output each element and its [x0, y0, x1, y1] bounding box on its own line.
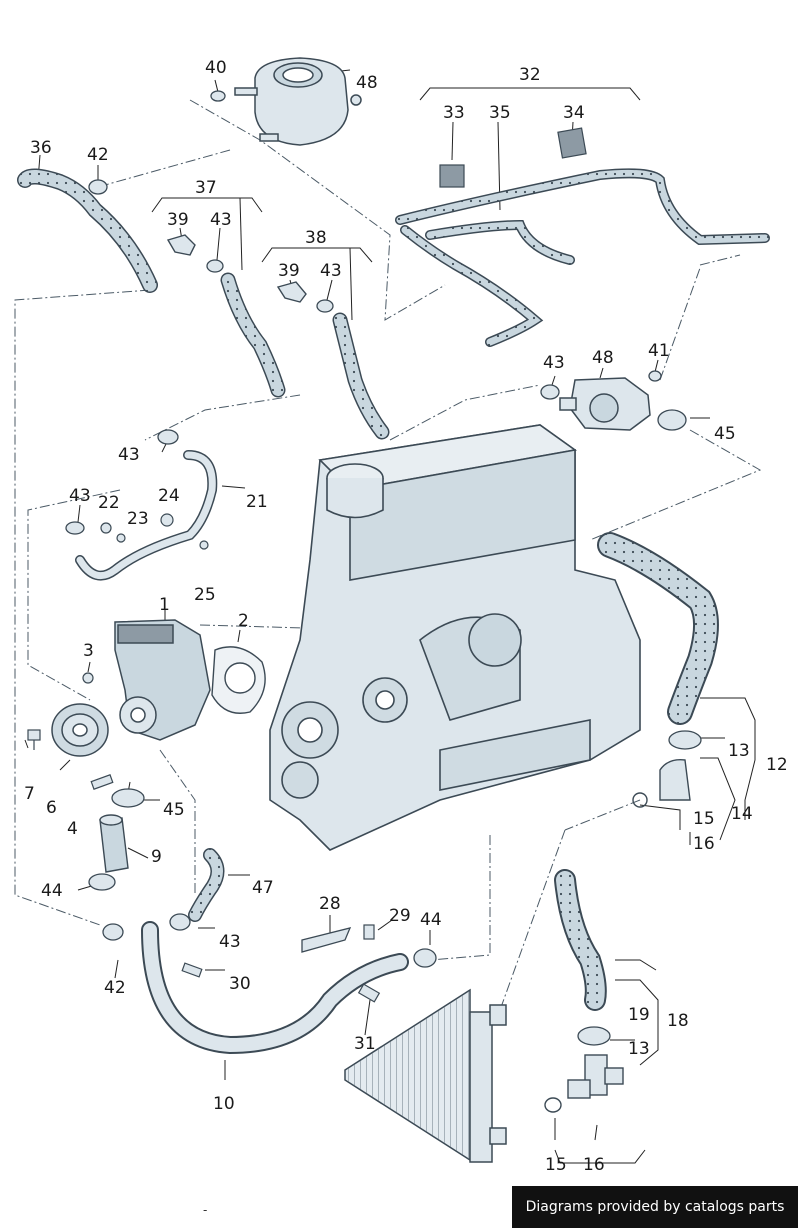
callout-43: 43 [69, 486, 91, 506]
callout-32: 32 [519, 65, 541, 85]
callout-47: 47 [252, 878, 274, 898]
t-fitting [544, 1054, 624, 1113]
lower-coolant-pipe [141, 921, 409, 1055]
callout-22: 22 [98, 493, 120, 513]
water-pump-housing [114, 619, 211, 741]
callout-43: 43 [320, 261, 342, 281]
callout-6: 6 [46, 798, 57, 818]
callout-23: 23 [127, 509, 149, 529]
connecting-pipe [99, 814, 129, 873]
callout-30: 30 [229, 974, 251, 994]
callout-10: 10 [213, 1094, 235, 1114]
connection-lines [14, 99, 762, 1011]
callout-44: 44 [41, 881, 63, 901]
gasket [211, 646, 266, 714]
pulley [51, 703, 109, 757]
callout-4: 4 [67, 819, 78, 839]
callout-43: 43 [543, 353, 565, 373]
callout-40: 40 [205, 58, 227, 78]
metal-coolant-pipe [75, 450, 218, 581]
callout-41: 41 [648, 341, 670, 361]
callout-48: 48 [356, 73, 378, 93]
callout-16: 16 [583, 1155, 605, 1175]
callout-18: 18 [667, 1011, 689, 1031]
elbow-connectors [166, 234, 307, 303]
thermostat-housing [559, 377, 651, 431]
callout-15: 15 [545, 1155, 567, 1175]
callout-31: 31 [354, 1034, 376, 1054]
callout-38: 38 [305, 228, 327, 248]
callout-25: 25 [194, 585, 216, 605]
radiator [344, 988, 507, 1163]
hose-clamps [65, 90, 702, 1046]
callout-43: 43 [210, 210, 232, 230]
callout-9: 9 [151, 847, 162, 867]
callout-3: 3 [83, 641, 94, 661]
engine-block [269, 424, 641, 851]
callout-28: 28 [319, 894, 341, 914]
callout-43: 43 [219, 932, 241, 952]
callout-7: 7 [24, 784, 35, 804]
callout-13: 13 [628, 1039, 650, 1059]
callout-15: 15 [693, 809, 715, 829]
callout-2: 2 [238, 611, 249, 631]
callout-13: 13 [728, 741, 750, 761]
bottom-dash-mark: - [203, 1203, 208, 1217]
callout-37: 37 [195, 178, 217, 198]
callout-43: 43 [118, 445, 140, 465]
callout-19: 19 [628, 1005, 650, 1025]
callout-33: 33 [443, 103, 465, 123]
callout-21: 21 [246, 492, 268, 512]
small-fittings [439, 127, 587, 188]
leader-lines [24, 69, 756, 1164]
callout-42: 42 [104, 978, 126, 998]
callout-42: 42 [87, 145, 109, 165]
hose-elbow [632, 759, 691, 808]
callout-45: 45 [714, 424, 736, 444]
callout-39: 39 [278, 261, 300, 281]
bolts [27, 513, 381, 1003]
callout-16: 16 [693, 834, 715, 854]
callout-44: 44 [420, 910, 442, 930]
callout-24: 24 [158, 486, 180, 506]
callout-12: 12 [766, 755, 788, 775]
callout-34: 34 [563, 103, 585, 123]
callout-29: 29 [389, 906, 411, 926]
bracket [301, 927, 352, 953]
callout-14: 14 [731, 804, 753, 824]
coolant-hoses [17, 168, 770, 1011]
expansion-tank [234, 57, 362, 146]
callout-39: 39 [167, 210, 189, 230]
callout-45: 45 [163, 800, 185, 820]
footer-credit: Diagrams provided by catalogs parts [512, 1186, 798, 1228]
callout-48: 48 [592, 348, 614, 368]
callout-36: 36 [30, 138, 52, 158]
callout-35: 35 [489, 103, 511, 123]
callout-1: 1 [159, 595, 170, 615]
